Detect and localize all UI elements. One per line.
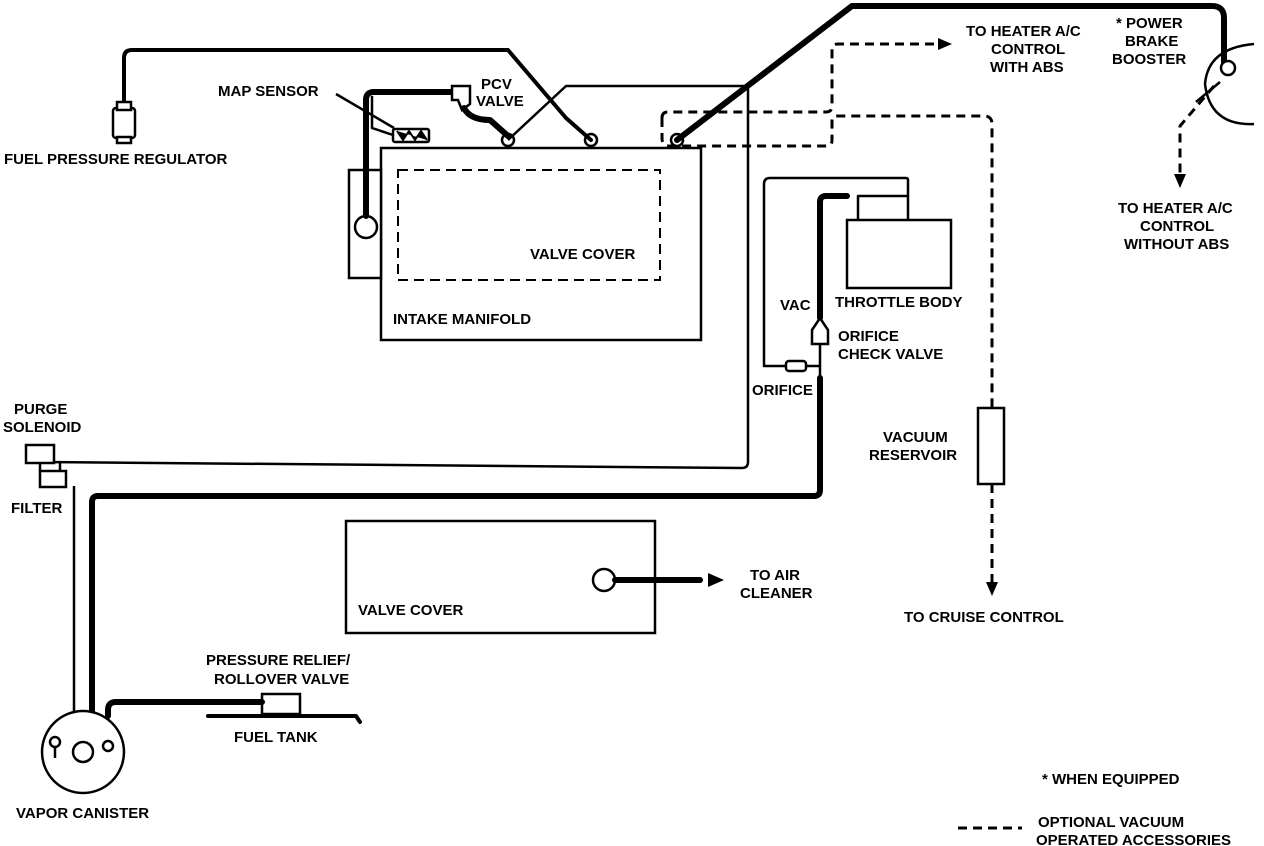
air-cleaner-arrow-icon <box>708 573 724 587</box>
pcv-valve <box>450 84 472 112</box>
label-vacuum-reservoir-1: VACUUM <box>883 429 948 446</box>
label-vac: VAC <box>780 297 811 314</box>
label-fuel-tank: FUEL TANK <box>234 729 318 746</box>
orifice <box>784 359 808 373</box>
purge-hose <box>89 375 823 719</box>
label-heater-no-abs-2: CONTROL <box>1140 218 1214 235</box>
label-map-sensor: MAP SENSOR <box>218 83 319 100</box>
valve-cover-port <box>591 567 617 593</box>
label-relief-2: ROLLOVER VALVE <box>214 671 349 688</box>
heater-abs-arrow-icon <box>938 38 952 50</box>
purge-solenoid-link <box>38 463 62 471</box>
heater-no-abs-arrow-icon <box>1174 174 1186 188</box>
label-heater-abs-3: WITH ABS <box>990 59 1064 76</box>
valve-cover-dashed-outline <box>397 169 661 281</box>
label-heater-no-abs-1: TO HEATER A/C <box>1118 200 1233 217</box>
legend-optional-2: OPERATED ACCESSORIES <box>1036 832 1231 846</box>
vacuum-reservoir <box>976 406 1006 486</box>
label-orifice-check-2: CHECK VALVE <box>838 346 943 363</box>
orifice-check-valve <box>810 315 830 346</box>
fuel-pressure-regulator <box>111 106 137 140</box>
throttle-body-riser <box>856 194 910 220</box>
label-relief-1: PRESSURE RELIEF/ <box>206 652 351 669</box>
pcv-crossover <box>43 84 750 470</box>
label-air-cleaner-1: TO AIR <box>750 567 800 584</box>
label-booster-1: * POWER <box>1116 15 1183 32</box>
label-vapor-canister: VAPOR CANISTER <box>16 805 149 822</box>
label-valve-cover-bottom: VALVE COVER <box>358 602 463 619</box>
map-sensor-tube <box>370 96 394 137</box>
intake-manifold-box <box>379 146 703 342</box>
fuel-regulator-cap <box>115 100 133 112</box>
throttle-body <box>845 218 953 290</box>
purge-filter <box>38 469 68 489</box>
label-cruise-control: TO CRUISE CONTROL <box>904 609 1064 626</box>
vac-line <box>762 176 910 368</box>
label-purge-1: PURGE <box>14 401 67 418</box>
label-heater-no-abs-3: WITHOUT ABS <box>1124 236 1229 253</box>
map-sensor-leader <box>335 92 395 130</box>
label-throttle-body: THROTTLE BODY <box>835 294 963 311</box>
legend-when-equipped: * WHEN EQUIPPED <box>1042 771 1180 788</box>
brake-booster-fitting <box>1219 59 1237 77</box>
purge-solenoid <box>24 443 56 465</box>
fuel-regulator-base <box>115 135 133 145</box>
throttle-vacuum-hose <box>817 193 850 321</box>
fuel-regulator-hose <box>122 48 593 142</box>
label-vacuum-reservoir-2: RESERVOIR <box>869 447 957 464</box>
brake-booster-hose <box>674 3 1227 143</box>
rollover-valve <box>260 692 302 716</box>
label-pcv: PCV <box>481 76 512 93</box>
canister-left-nipple <box>48 735 62 749</box>
canister-center-port <box>71 740 95 764</box>
heater-abs-dashed-line <box>660 42 940 119</box>
cruise-arrow-icon <box>986 582 998 596</box>
label-fuel-pressure-regulator: FUEL PRESSURE REGULATOR <box>4 151 228 168</box>
label-heater-abs-1: TO HEATER A/C <box>966 23 1081 40</box>
orifice-tee <box>806 344 822 378</box>
pcv-hose <box>461 105 511 139</box>
label-pcv-valve: VALVE <box>476 93 524 110</box>
label-filter: FILTER <box>11 500 63 517</box>
heater-no-abs-dashed-line <box>1178 85 1216 174</box>
map-sensor-port <box>353 214 379 240</box>
label-booster-2: BRAKE <box>1125 33 1178 50</box>
canister-right-nipple <box>101 739 115 753</box>
label-valve-cover-top: VALVE COVER <box>530 246 635 263</box>
label-booster-3: BOOSTER <box>1112 51 1186 68</box>
legend-optional-1: OPTIONAL VACUUM <box>1038 814 1184 831</box>
label-air-cleaner-2: CLEANER <box>740 585 813 602</box>
label-purge-2: SOLENOID <box>3 419 82 436</box>
label-heater-abs-2: CONTROL <box>991 41 1065 58</box>
fuel-tank-outline <box>206 714 362 724</box>
brake-booster-housing <box>1203 42 1255 126</box>
map-sensor-ridges <box>396 129 428 142</box>
cruise-dashed-line <box>660 114 994 408</box>
label-orifice-check-1: ORIFICE <box>838 328 899 345</box>
rollover-hose <box>105 699 265 719</box>
label-orifice: ORIFICE <box>752 382 813 399</box>
map-sensor-hose <box>363 89 463 219</box>
label-intake-manifold: INTAKE MANIFOLD <box>393 311 531 328</box>
